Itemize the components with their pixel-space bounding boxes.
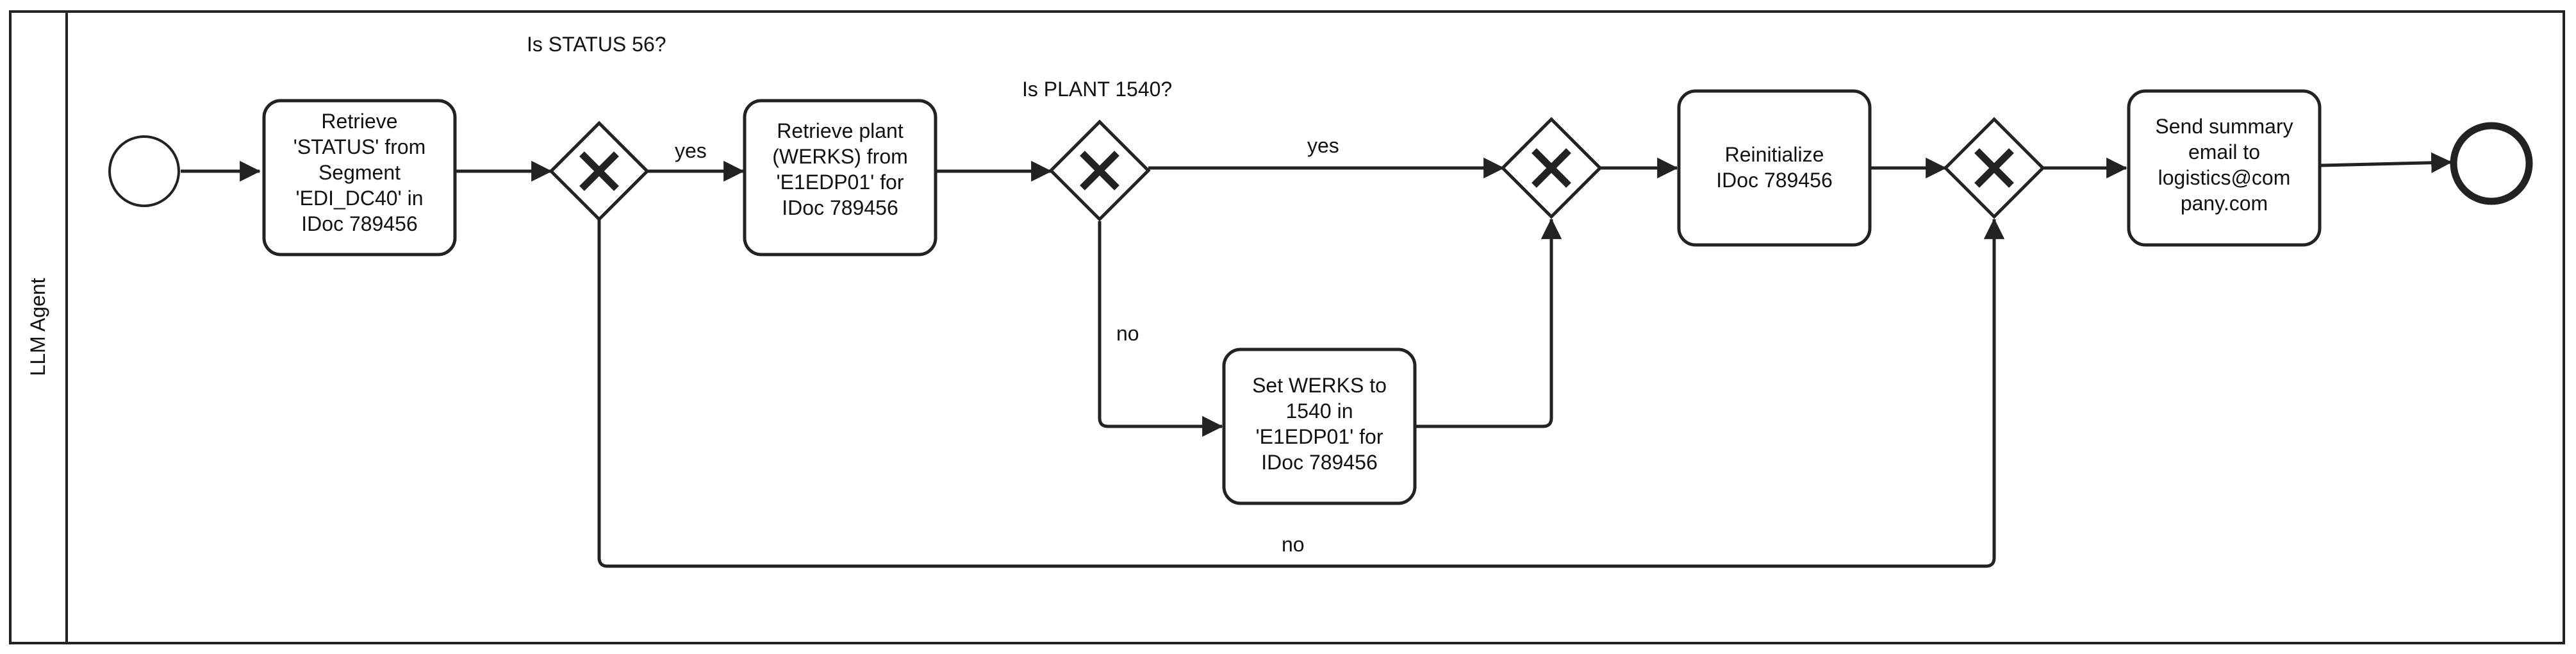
task-retrieve-status-line-3: Segment <box>318 161 400 184</box>
label-is-status-56: Is STATUS 56? <box>527 33 666 56</box>
task-reinitialize-line-1: Reinitialize <box>1725 143 1824 166</box>
task-retrieve-status-line-4: 'EDI_DC40' in <box>296 187 424 210</box>
task-set-werks-line-1: Set WERKS to <box>1252 374 1387 397</box>
gateway-merge-plant[interactable] <box>1500 117 1603 219</box>
task-retrieve-plant-line-4: IDoc 789456 <box>782 196 898 219</box>
task-send-email[interactable]: Send summary email to logistics@com pany… <box>2127 89 2322 247</box>
task-send-email-line-4: pany.com <box>2181 192 2268 215</box>
end-event[interactable] <box>2450 122 2533 205</box>
label-no-plant: no <box>1116 322 1139 345</box>
flow-gateway1-no <box>597 218 2005 568</box>
label-no-status: no <box>1282 533 1305 556</box>
lane-label: LLM Agent <box>26 278 49 376</box>
label-yes-plant: yes <box>1307 134 1339 157</box>
start-event[interactable] <box>108 135 180 207</box>
gateway-merge-plant-x-icon-2 <box>1532 148 1571 188</box>
flow-gateway2-no <box>1098 221 1223 437</box>
task-retrieve-status-line-1: Retrieve <box>321 110 397 133</box>
flow-set-werks-to-gateway3 <box>1415 218 1562 428</box>
task-set-werks-line-3: 'E1EDP01' for <box>1256 425 1383 448</box>
gateway-plant-x-icon-2 <box>1080 151 1119 190</box>
task-send-email-line-1: Send summary <box>2155 115 2293 138</box>
task-set-werks-line-4: IDoc 789456 <box>1261 451 1377 474</box>
label-yes-status: yes <box>675 139 707 162</box>
flow-send-email-to-end <box>2320 152 2452 174</box>
task-send-email-line-3: logistics@com <box>2158 166 2291 189</box>
gateway-merge-final[interactable] <box>1943 117 2045 219</box>
task-retrieve-plant-line-1: Retrieve plant <box>777 119 904 142</box>
task-retrieve-status-line-2: 'STATUS' from <box>293 135 426 158</box>
gateway-merge-final-x-icon-2 <box>1974 148 2014 188</box>
gateway-plant-1540[interactable] <box>1048 119 1151 222</box>
task-retrieve-plant-line-2: (WERKS) from <box>772 145 908 168</box>
task-retrieve-status-line-5: IDoc 789456 <box>301 212 417 235</box>
task-retrieve-plant[interactable]: Retrieve plant (WERKS) from 'E1EDP01' fo… <box>743 99 937 256</box>
gateway-status-x-icon-2 <box>579 151 619 191</box>
task-set-werks[interactable]: Set WERKS to 1540 in 'E1EDP01' for IDoc … <box>1222 348 1417 505</box>
task-send-email-line-2: email to <box>2188 140 2260 164</box>
gateway-status-56[interactable] <box>549 121 650 222</box>
label-is-plant-1540: Is PLANT 1540? <box>1022 78 1172 101</box>
task-reinitialize[interactable]: Reinitialize IDoc 789456 <box>1677 89 1872 247</box>
task-retrieve-status[interactable]: Retrieve 'STATUS' from Segment 'EDI_DC40… <box>262 99 457 256</box>
task-retrieve-plant-line-3: 'E1EDP01' for <box>777 171 904 194</box>
pool-frame <box>9 10 2565 644</box>
task-reinitialize-line-2: IDoc 789456 <box>1716 169 1832 192</box>
task-set-werks-line-2: 1540 in <box>1286 399 1353 423</box>
